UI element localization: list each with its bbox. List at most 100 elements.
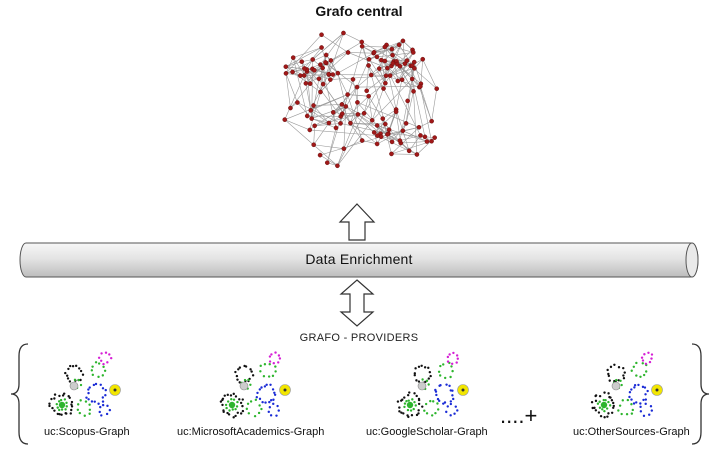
provider-graph-node bbox=[102, 362, 105, 366]
provider-graph-node bbox=[90, 400, 94, 403]
provider-graph-node bbox=[106, 361, 109, 364]
provider-graph-node bbox=[261, 400, 264, 404]
provider-graph-node bbox=[53, 393, 57, 396]
central-graph-edge bbox=[311, 118, 329, 124]
central-graph-node bbox=[348, 120, 353, 126]
provider-graph-node bbox=[607, 374, 611, 378]
central-graph-edge bbox=[285, 73, 291, 109]
central-graph-node bbox=[386, 127, 392, 133]
provider-graph-node bbox=[421, 378, 424, 381]
central-graph-edge bbox=[321, 34, 349, 53]
central-graph-node bbox=[283, 64, 289, 69]
provider-graph-node bbox=[79, 399, 82, 402]
provider-graph-node bbox=[268, 406, 272, 409]
provider-label-google-scholar: uc:GoogleScholar-Graph bbox=[366, 426, 488, 438]
central-graph-node bbox=[409, 76, 415, 82]
provider-graph-node bbox=[87, 398, 90, 401]
central-graph-edge bbox=[389, 75, 421, 136]
provider-graph-node bbox=[604, 399, 607, 402]
provider-graph-node bbox=[59, 398, 63, 402]
central-graph-node bbox=[422, 134, 428, 140]
provider-graph-node bbox=[53, 409, 56, 412]
provider-graph-node bbox=[66, 377, 70, 380]
central-graph-edge bbox=[350, 102, 358, 124]
central-graph-edge bbox=[368, 59, 386, 84]
provider-graph-node bbox=[403, 402, 407, 405]
central-graph-edge bbox=[325, 62, 358, 88]
central-graph-node bbox=[420, 56, 426, 62]
provider-graph-node bbox=[108, 353, 111, 356]
central-graph-edge bbox=[297, 102, 341, 124]
provider-graph-node bbox=[403, 396, 406, 399]
central-graph-node bbox=[302, 66, 307, 71]
provider-graph-node bbox=[60, 408, 64, 411]
provider-graph-node bbox=[436, 397, 440, 401]
central-graph-edge bbox=[380, 118, 384, 134]
provider-graph-node bbox=[243, 378, 247, 382]
provider-graph-node bbox=[650, 357, 653, 360]
provider-graph-node bbox=[410, 414, 414, 417]
provider-graph-node bbox=[594, 394, 598, 397]
provider-graph-node bbox=[435, 393, 438, 397]
provider-graph-node bbox=[81, 373, 85, 376]
provider-graph-node bbox=[411, 398, 414, 401]
provider-graph-node bbox=[70, 400, 74, 404]
provider-graph-node bbox=[69, 412, 72, 415]
provider-graph-node bbox=[647, 351, 650, 354]
provider-graph-node bbox=[427, 366, 430, 370]
central-graph-edge bbox=[333, 86, 358, 113]
provider-graph-node bbox=[398, 406, 401, 409]
central-graph-edge bbox=[368, 65, 384, 89]
provider-graph-node bbox=[452, 351, 455, 355]
central-graph-node bbox=[389, 139, 395, 145]
provider-graph-node bbox=[238, 381, 241, 384]
provider-graph-node bbox=[442, 363, 445, 366]
provider-graph-node bbox=[55, 402, 58, 406]
provider-graph-node bbox=[449, 414, 452, 417]
provider-graph-node bbox=[249, 400, 253, 403]
central-graph-edge bbox=[402, 40, 406, 64]
provider-graph-node bbox=[106, 404, 109, 408]
other-sources-graph-icon bbox=[590, 351, 663, 419]
provider-graph-node bbox=[104, 394, 107, 397]
provider-graph-node bbox=[434, 388, 437, 392]
provider-graph-node bbox=[450, 365, 453, 368]
provider-graph-node bbox=[622, 374, 625, 377]
provider-graph-node bbox=[100, 352, 103, 355]
central-graph-node bbox=[304, 113, 310, 119]
provider-graph-yellow-node-center bbox=[461, 388, 465, 392]
central-graph-node bbox=[400, 38, 406, 44]
provider-graph-node bbox=[236, 400, 239, 404]
provider-graph-node bbox=[88, 386, 91, 389]
provider-graph-node bbox=[78, 367, 81, 370]
central-graph-node bbox=[385, 132, 390, 137]
provider-graph-node bbox=[97, 402, 100, 405]
central-graph-edge bbox=[357, 86, 421, 88]
central-graph-edge bbox=[337, 120, 373, 166]
provider-graph-node bbox=[73, 378, 77, 382]
central-graph-edge bbox=[363, 75, 387, 114]
provider-graph-node bbox=[226, 411, 229, 415]
central-graph-edge bbox=[325, 54, 339, 74]
provider-graph-node bbox=[620, 412, 623, 416]
provider-graph-node bbox=[437, 399, 441, 403]
provider-graph-node bbox=[259, 370, 262, 373]
central-graph-node bbox=[343, 104, 349, 109]
provider-graph-node bbox=[644, 362, 648, 365]
provider-graph-node bbox=[102, 365, 105, 369]
central-graph-edge bbox=[310, 110, 330, 124]
central-graph-node bbox=[410, 50, 416, 55]
provider-graph-node bbox=[68, 380, 72, 383]
central-graph-node bbox=[359, 39, 365, 45]
central-graph-node bbox=[323, 52, 329, 58]
provider-graph-node bbox=[94, 361, 98, 364]
provider-graph-node bbox=[60, 413, 63, 416]
provider-graph-node bbox=[100, 414, 103, 417]
central-graph-node bbox=[366, 93, 371, 99]
central-graph-node bbox=[399, 77, 405, 83]
central-graph-node bbox=[390, 52, 395, 58]
provider-graph-node bbox=[599, 414, 603, 418]
central-graph-edge bbox=[340, 86, 358, 117]
provider-graph-node bbox=[48, 404, 51, 408]
central-graph-node bbox=[403, 121, 409, 126]
